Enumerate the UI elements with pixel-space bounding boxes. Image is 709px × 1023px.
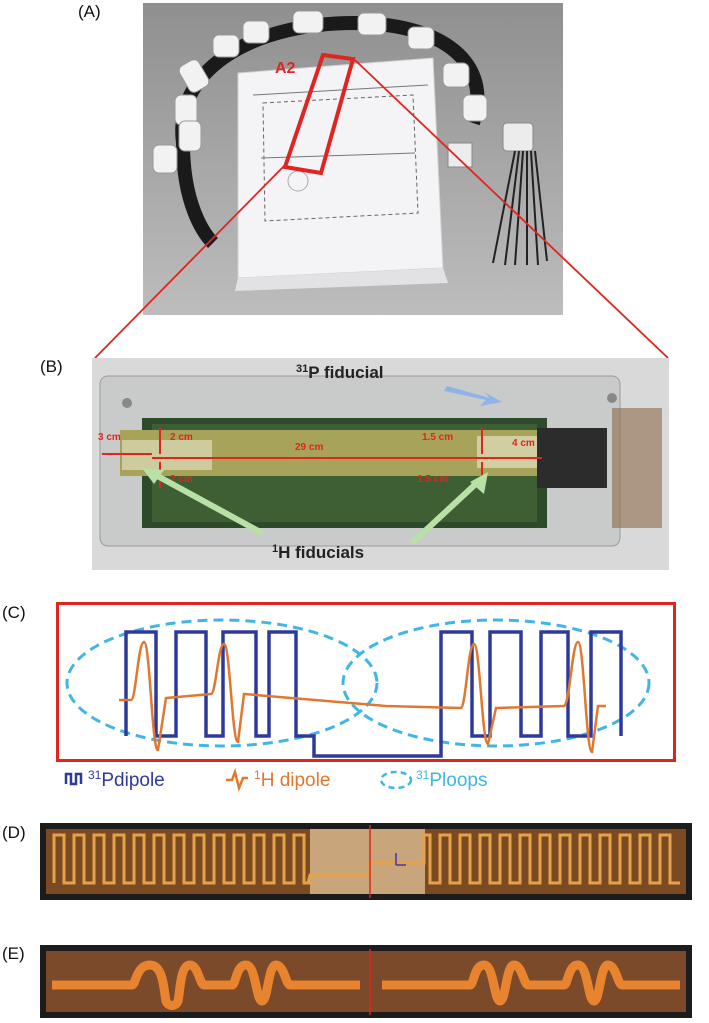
loop-right bbox=[341, 618, 651, 748]
panel-a-label: (A) bbox=[78, 2, 101, 21]
pcb-layout-1h-svg bbox=[40, 945, 692, 1018]
coil-photo: A2 bbox=[143, 3, 563, 315]
region-a2-label: A2 bbox=[275, 60, 296, 77]
dim-1-5cm-bottom: 1.5 cm bbox=[417, 474, 448, 485]
legend-31p-dipole-icon bbox=[64, 772, 83, 786]
legend-1h-dipole-text: 1H dipole bbox=[254, 768, 330, 791]
legend-31p-dipole-sup: 31 bbox=[88, 768, 102, 782]
p31-fiducial-label: 31P fiducial bbox=[296, 363, 384, 382]
meander-trace bbox=[52, 833, 680, 885]
panel-d-label: (D) bbox=[2, 823, 26, 842]
panel-b-label: (B) bbox=[40, 357, 63, 376]
dim-2cm-bottom: 2 cm bbox=[170, 474, 193, 485]
loop-left bbox=[65, 618, 379, 748]
legend: 31Pdipole 1H dipole 31Ploops bbox=[64, 767, 487, 793]
dim-29cm: 29 cm bbox=[295, 442, 323, 453]
meander-31p-trace bbox=[52, 833, 680, 885]
p31-text: P fiducial bbox=[308, 363, 383, 382]
pcb-layout-31p-svg bbox=[40, 823, 692, 900]
coil-schematic-svg: 31Pdipole 1H dipole 31Ploops bbox=[56, 602, 676, 793]
legend-31p-loops-sup: 31 bbox=[416, 768, 430, 782]
coil-internal-svg: 3 cm 2 cm 2 cm 29 cm 1.5 cm 1.5 cm 4 cm … bbox=[92, 358, 669, 570]
panel-e-label: (E) bbox=[2, 944, 25, 963]
legend-31p-loops-text: 31Ploops bbox=[416, 768, 487, 791]
panel-c-label: (C) bbox=[2, 603, 26, 622]
dim-4cm: 4 cm bbox=[512, 438, 535, 449]
legend-1h-dipole-label: H dipole bbox=[261, 770, 331, 791]
pcb-layout-1h bbox=[40, 945, 692, 1018]
zoom-lines bbox=[94, 59, 669, 359]
legend-1h-dipole-sup: 1 bbox=[254, 768, 261, 782]
h1-sup: 1 bbox=[272, 543, 278, 555]
p31-sup: 31 bbox=[296, 363, 308, 375]
pcb-layout-31p bbox=[40, 823, 692, 900]
coil-schematic: 31Pdipole 1H dipole 31Ploops bbox=[56, 602, 676, 804]
dim-1-5cm-top: 1.5 cm bbox=[422, 432, 453, 443]
legend-31p-loops-label: Ploops bbox=[429, 770, 487, 791]
h1-text: H fiducials bbox=[278, 543, 364, 562]
legend-31p-dipole-text: 31Pdipole bbox=[88, 768, 165, 791]
legend-31p-loops-icon bbox=[379, 770, 413, 790]
legend-31p-dipole-label: Pdipole bbox=[101, 770, 164, 791]
coil-photo-svg: A2 bbox=[143, 3, 563, 315]
dim-3cm: 3 cm bbox=[98, 432, 121, 443]
dipole-31p bbox=[124, 630, 623, 758]
h1-trace bbox=[52, 960, 680, 1010]
h1-fiducials-label: 1H fiducials bbox=[272, 543, 364, 562]
dim-2cm-top: 2 cm bbox=[170, 432, 193, 443]
dipole-1h bbox=[119, 640, 606, 754]
coil-internal-photo: 3 cm 2 cm 2 cm 29 cm 1.5 cm 1.5 cm 4 cm … bbox=[92, 358, 669, 570]
legend-1h-dipole-icon bbox=[226, 767, 248, 793]
